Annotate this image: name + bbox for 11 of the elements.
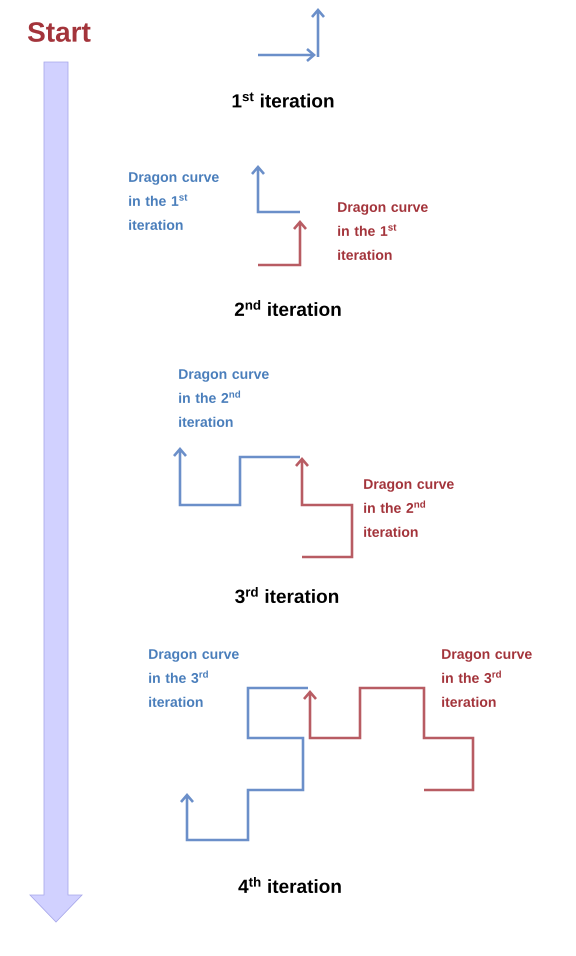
curve-label: Dragon curve in the 1$^{st}$ iteration	[129, 172, 219, 230]
iteration-heading: 4$^{th}$ iteration	[238, 876, 341, 894]
curve-label: Dragon curve in the 3$^{rd}$ iteration	[442, 649, 532, 707]
curve-label: Dragon curve in the 2$^{nd}$ iteration	[179, 369, 269, 427]
iteration-heading: 3$^{rd}$ iteration	[235, 586, 338, 604]
curve-label: Dragon curve in the 3$^{rd}$ iteration	[149, 649, 239, 707]
curve-label: Dragon curve in the 1$^{st}$ iteration	[338, 202, 428, 260]
curve-label: Dragon curve in the 2$^{nd}$ iteration	[364, 479, 454, 537]
start-label: Start	[28, 22, 91, 42]
iteration-heading: 2$^{nd}$ iteration	[234, 300, 341, 316]
iteration-heading: 1$^{st}$ iteration	[232, 92, 334, 108]
